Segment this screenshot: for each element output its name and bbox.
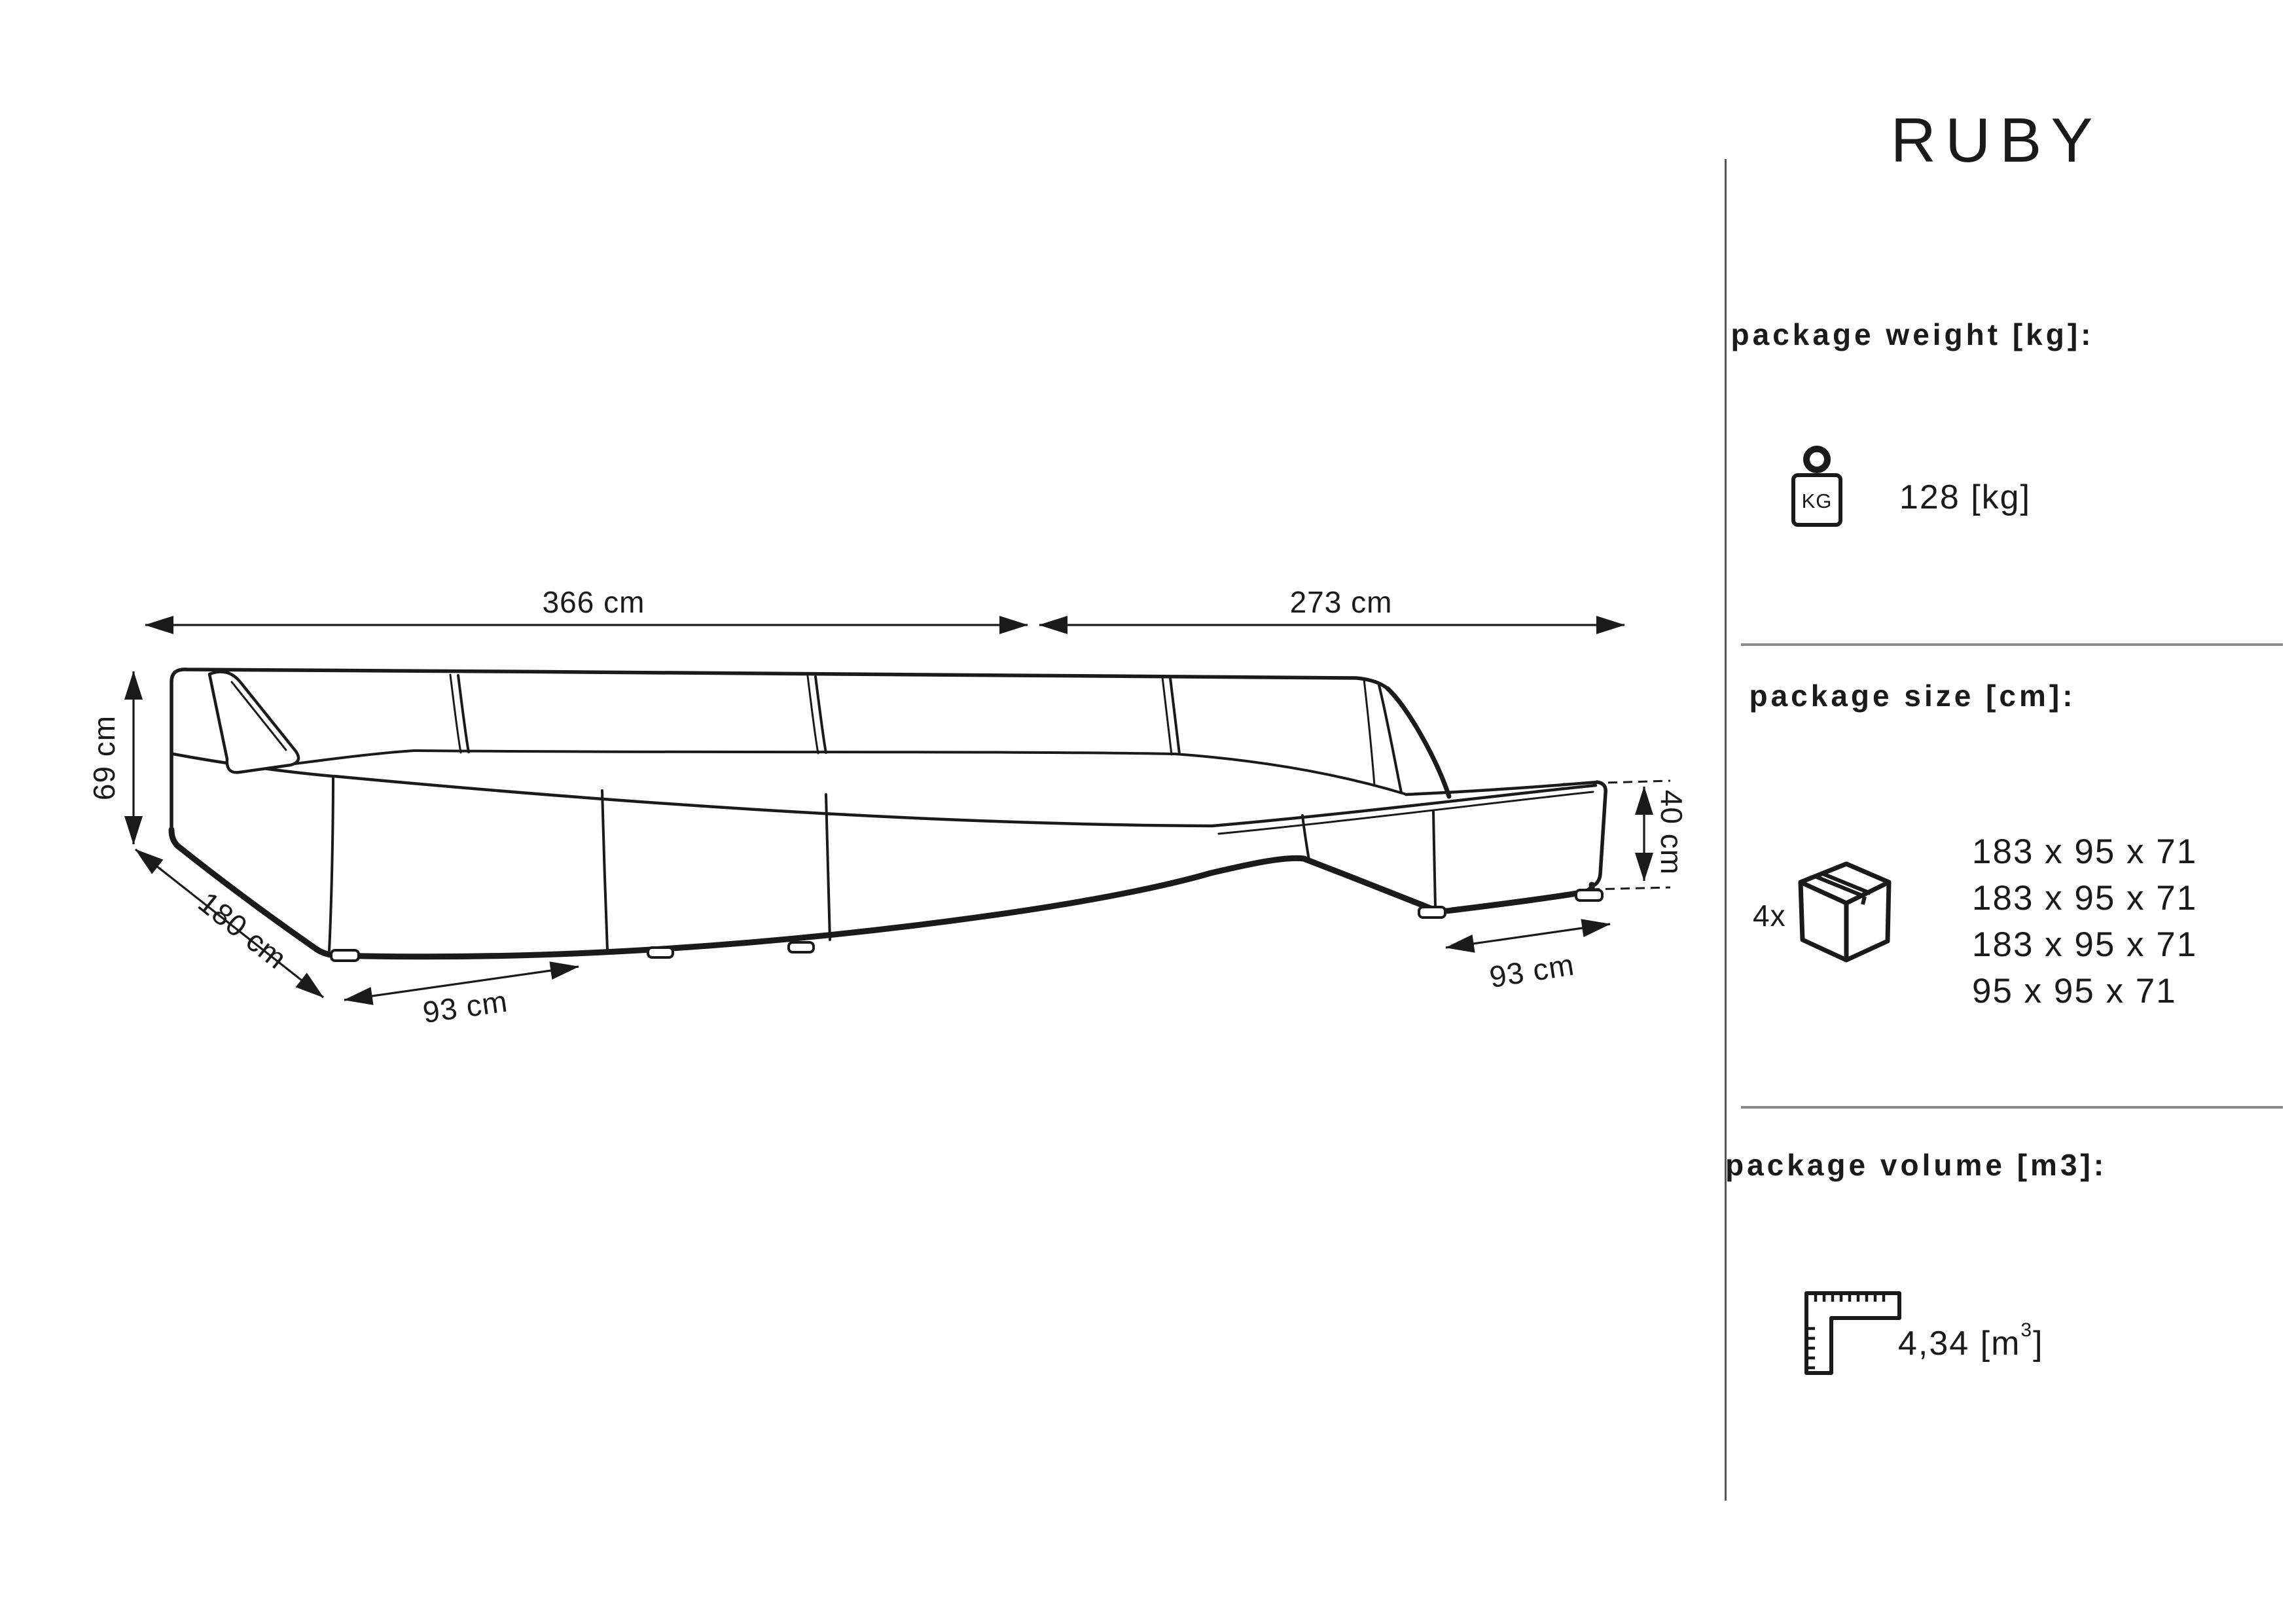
panel-vertical-divider	[1725, 159, 1727, 1501]
ruler-icon	[1804, 1291, 1901, 1375]
leader-40cm-top	[1562, 779, 1671, 785]
volume-value-suffix: ]	[2033, 1325, 2044, 1363]
kg-weight-icon: KG	[1791, 446, 1842, 527]
leader-40cm-bottom	[1590, 886, 1671, 891]
heading-package-weight: package weight [kg]:	[1731, 317, 2094, 351]
label-width-left: 366 cm	[543, 585, 645, 619]
page-title: RUBY	[1890, 105, 2102, 175]
heading-package-size: package size [cm]:	[1749, 679, 2076, 713]
divider-weight-size	[1741, 643, 2283, 646]
divider-size-volume	[1741, 1106, 2283, 1109]
label-width-right: 273 cm	[1290, 585, 1393, 619]
volume-value-exponent: 3	[2020, 1319, 2034, 1341]
kg-icon-label: KG	[1802, 490, 1833, 512]
size-line-2: 183 x 95 x 71	[1972, 879, 2198, 918]
package-quantity: 4x	[1753, 899, 1786, 933]
sofa-outline	[168, 668, 1607, 962]
label-chaise-left: 93 cm	[421, 984, 510, 1029]
volume-value: 4,34 [m3]	[1898, 1319, 2044, 1363]
package-box-icon	[1798, 861, 1892, 963]
size-line-4: 95 x 95 x 71	[1972, 972, 2177, 1010]
dimension-labels: 366 cm 273 cm 69 cm 180 cm 93 cm 93 cm 4…	[87, 585, 1689, 1029]
size-line-1: 183 x 95 x 71	[1972, 832, 2198, 871]
weight-value: 128 [kg]	[1899, 478, 2032, 516]
label-seat-height: 40 cm	[1655, 790, 1689, 875]
volume-value-prefix: 4,34 [m	[1898, 1325, 2021, 1363]
label-height: 69 cm	[87, 715, 121, 800]
label-chaise-right: 93 cm	[1487, 947, 1577, 994]
size-line-3: 183 x 95 x 71	[1972, 925, 2198, 964]
dimension-arrows	[124, 616, 1671, 1005]
arrow-180cm	[135, 848, 324, 999]
arrow-93cm-right	[1445, 919, 1611, 953]
heading-package-volume: package volume [m3]:	[1725, 1148, 2108, 1182]
size-values: 183 x 95 x 71 183 x 95 x 71 183 x 95 x 7…	[1972, 829, 2197, 1014]
sofa-feet	[330, 889, 1604, 962]
arrow-93cm-left	[344, 961, 579, 1005]
